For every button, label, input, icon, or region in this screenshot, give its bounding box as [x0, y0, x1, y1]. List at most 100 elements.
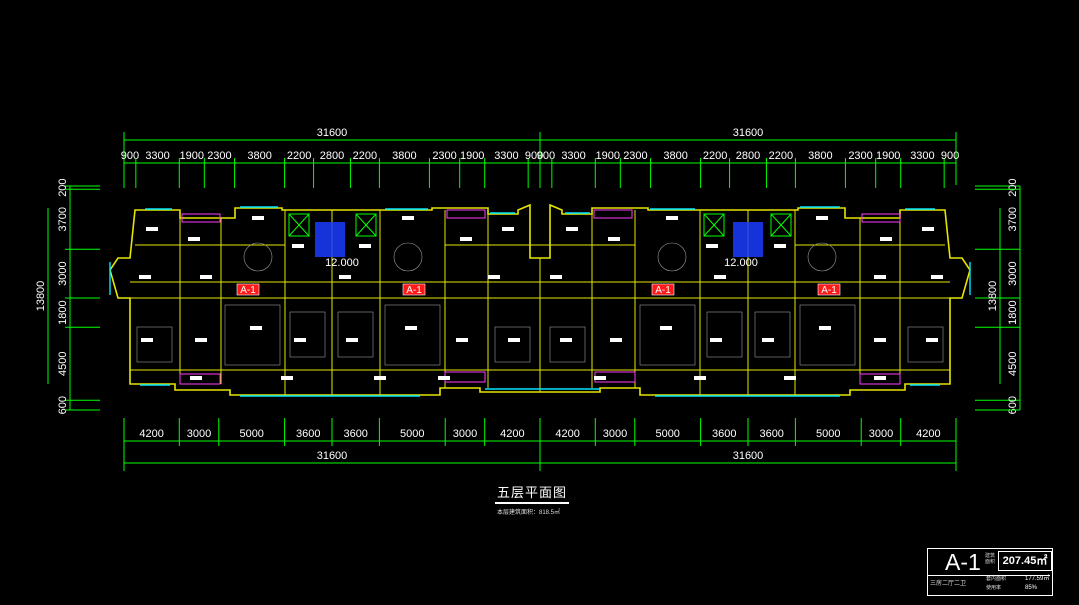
bottom-segment-label: 3600: [296, 428, 320, 440]
top-segment-label: 2200: [703, 150, 727, 162]
room-label: [346, 338, 358, 342]
room-label: [460, 237, 472, 241]
room-label: [250, 326, 262, 330]
top-segment-label: 900: [941, 150, 959, 162]
drawing-title: 五层平面图: [495, 482, 570, 504]
room-label: [608, 237, 620, 241]
room-label: [188, 237, 200, 241]
room-label: [874, 338, 886, 342]
right-segment-label: 3000: [1007, 261, 1019, 285]
top-segment-label: 2800: [320, 150, 344, 162]
left-segment-label: 200: [57, 178, 69, 196]
top-segment-label: 2200: [287, 150, 311, 162]
legend-usage-value: 85%: [1025, 585, 1038, 591]
building-plan: [109, 203, 971, 397]
top-segment-label: 900: [525, 150, 543, 162]
room-label: [488, 275, 500, 279]
room-label: [874, 275, 886, 279]
bottom-segment-label: 3600: [759, 428, 783, 440]
room-label: [874, 376, 886, 380]
bottom-segment-label: 5000: [239, 428, 263, 440]
bottom-total-label: 31600: [733, 450, 764, 462]
room-label: [610, 338, 622, 342]
bottom-segment-label: 3000: [869, 428, 893, 440]
top-segment-label: 3800: [247, 150, 271, 162]
room-label: [374, 376, 386, 380]
right-segment-label: 3700: [1007, 207, 1019, 231]
legend-inner-area-value: 177.59㎡: [1025, 576, 1050, 582]
room-label: [200, 275, 212, 279]
bottom-segment-label: 5000: [400, 428, 424, 440]
room-label: [666, 216, 678, 220]
top-segment-label: 2300: [207, 150, 231, 162]
left-segment-label: 3700: [57, 207, 69, 231]
drawing-title-block: 五层平面图 本层建筑面积：818.5㎡: [495, 482, 570, 516]
room-label: [594, 376, 606, 380]
bottom-segment-label: 4200: [555, 428, 579, 440]
bottom-segment-label: 3000: [453, 428, 477, 440]
unit-tag-box: [651, 283, 675, 296]
top-segment-label: 3300: [494, 150, 518, 162]
room-label: [252, 216, 264, 220]
right-segment-label: 4500: [1007, 351, 1019, 375]
room-label: [816, 216, 828, 220]
top-segment-label: 1900: [460, 150, 484, 162]
top-segment-label: 3800: [392, 150, 416, 162]
top-segment-label: 3800: [663, 150, 687, 162]
legend-area-label: 建筑面积: [985, 553, 996, 565]
room-label: [784, 376, 796, 380]
right-segment-label: 1800: [1007, 300, 1019, 324]
room-label: [281, 376, 293, 380]
room-label: [339, 275, 351, 279]
room-label: [141, 338, 153, 342]
bottom-segment-label: 3600: [343, 428, 367, 440]
unit-tag-label: A-1: [821, 285, 837, 296]
room-label: [438, 376, 450, 380]
room-label: [706, 244, 718, 248]
left-segment-label: 600: [57, 396, 69, 414]
top-segment-label: 2300: [432, 150, 456, 162]
room-label: [294, 338, 306, 342]
left-total-label: 13800: [35, 281, 47, 312]
unit-tag-box: [402, 283, 426, 296]
top-segment-label: 1900: [876, 150, 900, 162]
bottom-segment-label: 4200: [500, 428, 524, 440]
top-segment-label: 3300: [145, 150, 169, 162]
room-label: [566, 227, 578, 231]
unit-tag-box: [817, 283, 841, 296]
room-labels: [139, 216, 943, 380]
stair-elevation-label: 12.000: [325, 257, 359, 269]
legend-values: 177.59㎡ 85%: [1025, 575, 1049, 593]
room-label: [819, 326, 831, 330]
top-total-label: 31600: [317, 127, 348, 139]
room-label: [456, 338, 468, 342]
room-label: [502, 227, 514, 231]
room-label: [922, 227, 934, 231]
room-label: [694, 376, 706, 380]
legend-area-value: 207.45㎡: [998, 551, 1052, 571]
top-segment-label: 3300: [561, 150, 585, 162]
room-label: [190, 376, 202, 380]
room-label: [402, 216, 414, 220]
drawing-subtitle: 本层建筑面积：818.5㎡: [497, 510, 561, 516]
room-label: [508, 338, 520, 342]
bottom-segment-label: 4200: [139, 428, 163, 440]
legend-inner-area-label: 套内面积: [986, 576, 1007, 582]
room-label: [714, 275, 726, 279]
bottom-dimension-chain: 4200 3000 5000 3600 3600 5000 3000 4200 4200 3000…: [123, 418, 957, 471]
top-segment-label: 2800: [736, 150, 760, 162]
bottom-segment-label: 3000: [187, 428, 211, 440]
room-label: [710, 338, 722, 342]
legend-description: 三房二厅二卫: [930, 581, 967, 587]
bottom-segment-label: 3600: [712, 428, 736, 440]
left-segment-label: 3000: [57, 261, 69, 285]
unit-tag-label: A-1: [655, 285, 671, 296]
bottom-segment-label: 4200: [916, 428, 940, 440]
right-segment-label: 600: [1007, 396, 1019, 414]
room-label: [195, 338, 207, 342]
top-segment-label: 3300: [910, 150, 934, 162]
room-label: [926, 338, 938, 342]
